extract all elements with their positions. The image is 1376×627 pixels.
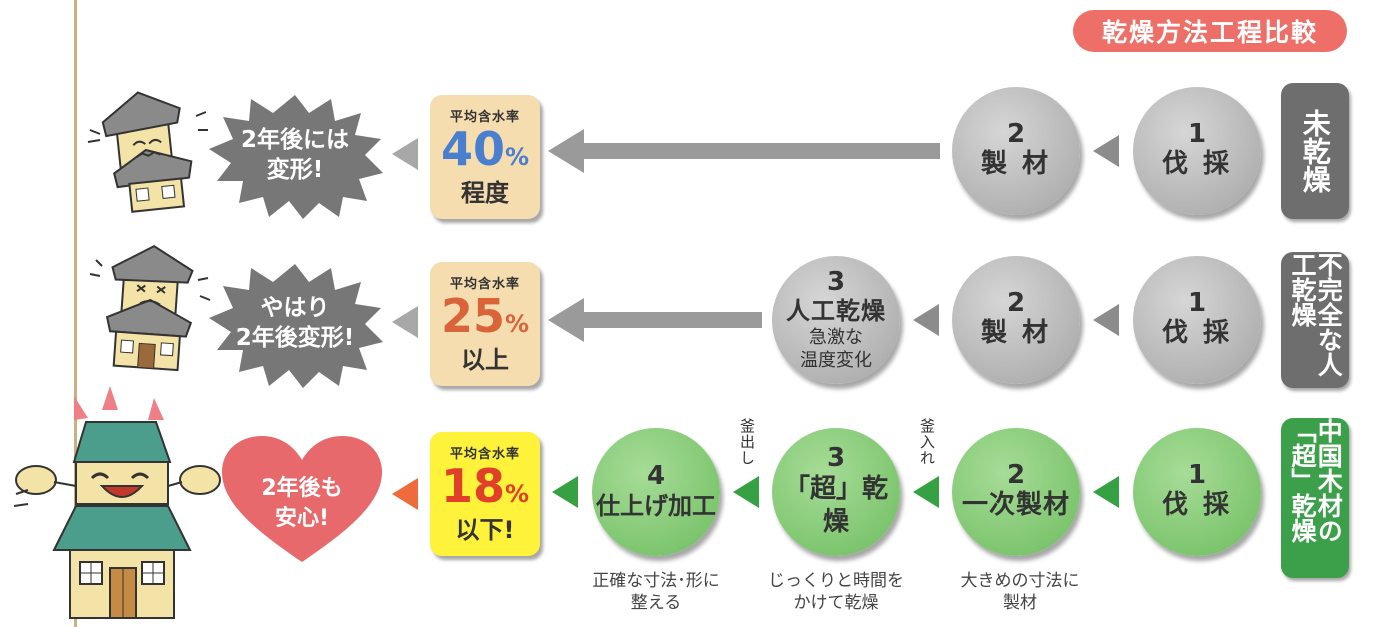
arrow-left-icon <box>552 476 578 508</box>
moisture-qualifier: 程度 <box>461 179 509 208</box>
moisture-qualifier: 以下! <box>455 516 515 545</box>
step-label: 伐 採 <box>1161 149 1233 180</box>
step-label: 製 材 <box>980 318 1052 349</box>
margin-line <box>74 0 77 627</box>
step-number: 3 <box>826 266 846 297</box>
step-primary-sawing: 2 一次製材 <box>952 428 1080 556</box>
step-sawing: 2 製 材 <box>952 87 1080 215</box>
burst-shape-icon <box>209 95 383 219</box>
step-number: 2 <box>1006 287 1026 318</box>
moisture-box-18: 平均含水率 18% 以下! <box>430 432 540 556</box>
moisture-box-40: 平均含水率 40% 程度 <box>430 95 540 219</box>
step-label: 伐 採 <box>1161 318 1233 349</box>
outcome-text: やはり 2年後変形! <box>235 295 355 351</box>
step-artificial-drying: 3 人工乾燥 急激な 温度変化 <box>772 256 900 384</box>
step-number: 1 <box>1187 459 1207 490</box>
row-label-incomplete-drying: 不完全な人工乾燥 <box>1281 252 1349 388</box>
step-note: 正確な寸法･形に 整える <box>592 571 720 614</box>
step-finishing: 4 仕上げ加工 <box>592 428 720 556</box>
step-sawing: 2 製 材 <box>952 256 1080 384</box>
step-note: 大きめの寸法に 製材 <box>960 571 1080 614</box>
moisture-value: 40% <box>440 121 530 176</box>
step-number: 1 <box>1187 118 1207 149</box>
warped-house-icon <box>89 244 211 372</box>
outcome-text: 2年後も 安心! <box>261 476 343 531</box>
step-label: 人工乾燥 <box>786 297 886 326</box>
transition-note: 釜入れ <box>918 418 936 466</box>
step-number: 2 <box>1006 459 1026 490</box>
long-arrow-shaft <box>582 312 762 328</box>
arrow-left-icon <box>392 478 418 510</box>
step-number: 1 <box>1187 287 1207 318</box>
arrow-left-icon <box>1093 476 1119 508</box>
arrow-left-icon <box>392 306 418 338</box>
moisture-qualifier: 以上 <box>461 346 509 375</box>
long-arrow-shaft <box>582 143 940 159</box>
arrow-left-icon <box>1093 304 1119 336</box>
heart-shape-icon <box>222 436 382 562</box>
step-label: 伐 採 <box>1161 490 1233 521</box>
arrow-left-icon <box>913 476 939 508</box>
step-super-drying: 3 「超」乾燥 <box>772 428 900 556</box>
step-felling: 1 伐 採 <box>1133 87 1261 215</box>
step-label: 製 材 <box>980 149 1052 180</box>
arrow-left-icon <box>913 304 939 336</box>
arrow-left-icon <box>1093 135 1119 167</box>
transition-note: 釜出し <box>738 418 756 466</box>
step-felling: 1 伐 採 <box>1133 256 1261 384</box>
page-title: 乾燥方法工程比較 <box>1073 10 1347 52</box>
moisture-title: 平均含水率 <box>449 109 520 125</box>
step-sublabel: 急激な 温度変化 <box>800 327 872 371</box>
step-note: じっくりと時間を かけて乾燥 <box>768 571 904 614</box>
step-number: 4 <box>646 461 666 492</box>
arrow-left-icon <box>733 476 759 508</box>
step-label: 「超」乾燥 <box>783 473 888 538</box>
moisture-title: 平均含水率 <box>449 446 520 462</box>
step-label: 一次製材 <box>961 490 1070 521</box>
happy-house-icon <box>14 386 221 619</box>
warped-house-icon <box>87 91 208 213</box>
step-number: 3 <box>826 442 846 473</box>
row-label-super-drying: 中国木材の「超」乾燥 <box>1281 418 1349 578</box>
long-arrow-head-icon <box>548 298 584 342</box>
outcome-text: 2年後には 変形! <box>240 127 349 183</box>
moisture-box-25: 平均含水率 25% 以上 <box>430 262 540 386</box>
long-arrow-head-icon <box>548 129 584 173</box>
step-felling: 1 伐 採 <box>1133 428 1261 556</box>
moisture-title: 平均含水率 <box>449 276 520 292</box>
row-label-undried: 未乾燥 <box>1281 83 1349 219</box>
step-number: 2 <box>1006 118 1026 149</box>
moisture-value: 18% <box>440 458 530 513</box>
moisture-value: 25% <box>440 288 530 343</box>
arrow-left-icon <box>392 138 418 170</box>
step-label: 仕上げ加工 <box>596 491 716 520</box>
burst-shape-icon <box>209 264 383 388</box>
